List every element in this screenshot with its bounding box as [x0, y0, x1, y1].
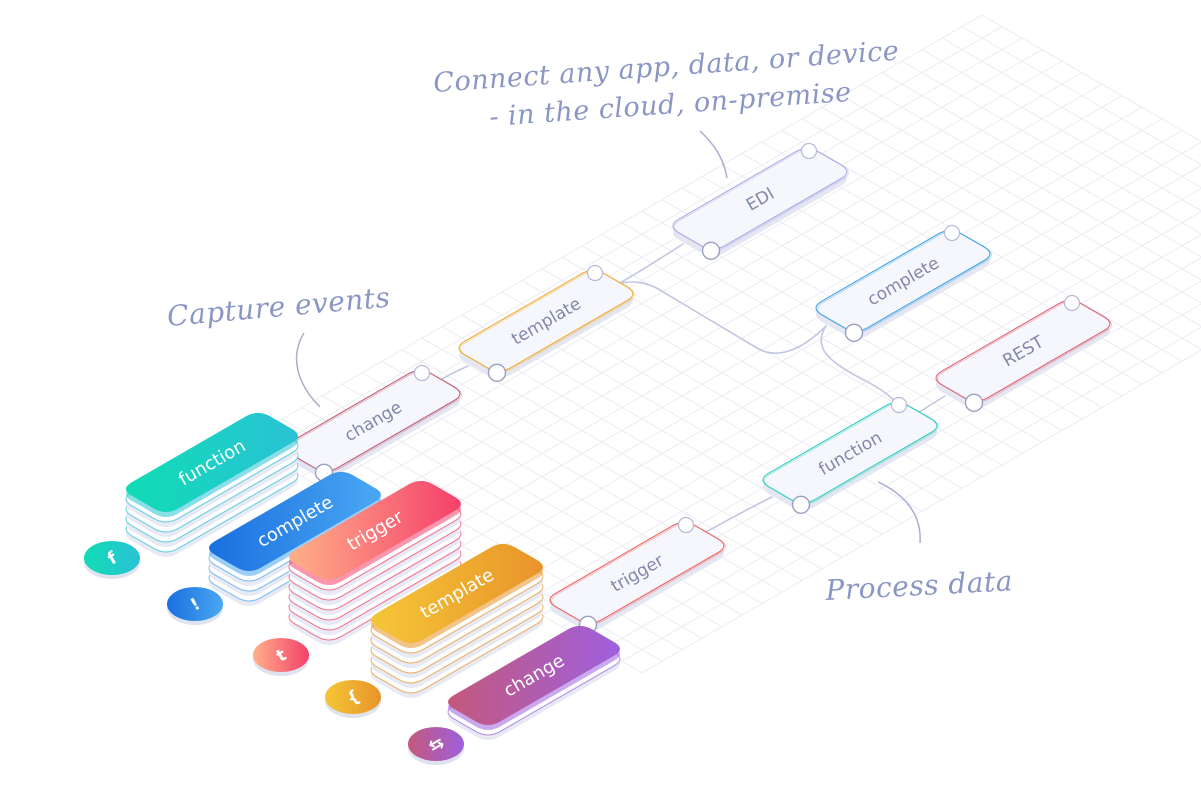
ring-port-icon[interactable]: [1063, 294, 1081, 312]
flow-node-template[interactable]: template: [458, 264, 635, 382]
ring-port-icon[interactable]: [943, 224, 961, 242]
grid-line: [621, 326, 1201, 662]
palette-node-top: [448, 625, 620, 726]
annotation-capture: Capture events: [166, 281, 392, 333]
chip-face: [408, 727, 464, 761]
grid-line: [581, 280, 1201, 639]
ring-port-icon[interactable]: [791, 495, 811, 514]
palette-node-top: [209, 471, 381, 572]
grid-line: [401, 106, 1143, 535]
flow-node-trigger[interactable]: trigger: [549, 516, 726, 634]
ring-port-icon[interactable]: [586, 264, 604, 282]
annotation-pointer-process: [877, 481, 921, 544]
grid-line: [361, 83, 1103, 512]
grid-line: [321, 60, 1063, 489]
palette-node-trigger[interactable]: trigger: [288, 480, 462, 646]
chip-face: [84, 541, 140, 575]
grid-line: [241, 14, 983, 443]
flow-node-edi[interactable]: EDI: [672, 142, 849, 260]
grid-line: [441, 129, 1183, 558]
grid-line: [341, 72, 1083, 501]
grid-line: [501, 188, 1201, 593]
flow-node-complete[interactable]: complete: [815, 224, 992, 342]
palette-node-change[interactable]: change: [447, 625, 621, 741]
exclamation-icon[interactable]: !: [167, 587, 223, 625]
annotation-pointer-capture: [295, 332, 321, 408]
grid-line: [421, 118, 1163, 547]
flow-node-rest[interactable]: REST: [935, 294, 1112, 412]
swap-arrows-icon[interactable]: ⇆: [408, 727, 464, 765]
palette-node-top: [371, 543, 543, 644]
grid-line: [601, 303, 1201, 651]
ring-port-icon[interactable]: [800, 142, 818, 160]
palette-node-function[interactable]: function: [125, 412, 299, 558]
ring-port-icon[interactable]: [964, 393, 984, 412]
annotation-pointer-connect: [699, 130, 728, 179]
chip-face: [167, 587, 223, 621]
function-f-icon[interactable]: f: [84, 541, 140, 579]
grid-line: [461, 141, 1201, 570]
curly-brace-icon[interactable]: {: [325, 680, 381, 718]
grid-line: [521, 211, 1201, 604]
grid-line: [261, 26, 1003, 454]
chip-face: [253, 638, 309, 672]
palette-node-top: [289, 480, 461, 581]
grid-line: [481, 165, 1201, 581]
annotation-process: Process data: [824, 564, 1014, 607]
ring-port-icon[interactable]: [844, 323, 864, 342]
grid-line: [381, 95, 1123, 524]
flow-node-change[interactable]: change: [285, 364, 462, 482]
trigger-t-icon[interactable]: t: [253, 638, 309, 676]
grid-line: [641, 349, 1201, 674]
ring-port-icon[interactable]: [677, 516, 695, 534]
flow-node-function[interactable]: function: [762, 396, 939, 514]
ring-port-icon[interactable]: [890, 396, 908, 414]
ring-port-icon[interactable]: [701, 241, 721, 260]
ring-port-icon[interactable]: [413, 364, 431, 382]
chip-face: [325, 680, 381, 714]
node-palette: functionfcomplete!triggerttemplate{chang…: [84, 412, 621, 765]
grid-line: [981, 14, 1201, 142]
palette-node-template[interactable]: template: [370, 543, 544, 699]
palette-node-top: [126, 412, 298, 513]
ring-port-icon[interactable]: [487, 363, 507, 382]
